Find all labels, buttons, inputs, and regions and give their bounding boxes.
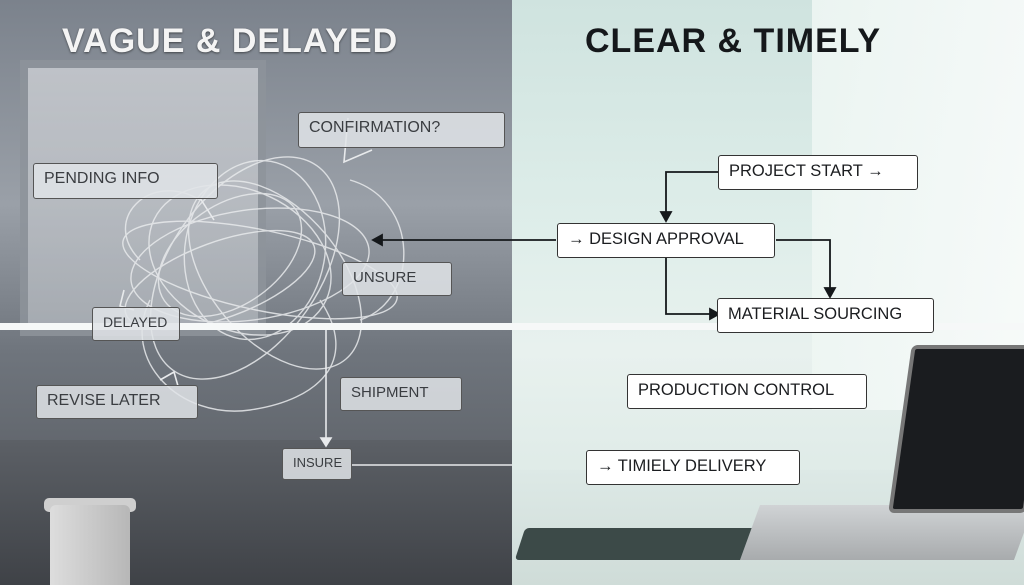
bright-window-background	[812, 0, 1024, 410]
revise-later-label: REVISE LATER	[36, 385, 198, 419]
project-start-box: PROJECT START →	[718, 155, 918, 190]
confirmation-label: CONFIRMATION?	[298, 112, 505, 148]
shipment-label: SHIPMENT	[340, 377, 462, 411]
timely-delivery-box: → TIMIELY DELIVERY	[586, 450, 800, 485]
pending-info-label: PENDING INFO	[33, 163, 218, 199]
design-approval-box: → DESIGN APPROVAL	[557, 223, 775, 258]
right-title: CLEAR & TIMELY	[585, 22, 882, 60]
horizontal-divider	[0, 323, 1024, 330]
right-panel-clear	[512, 0, 1024, 585]
insure-label: INSURE	[282, 448, 352, 480]
tangled-scribble	[119, 117, 512, 466]
left-title: VAGUE & DELAYED	[62, 22, 399, 60]
production-control-box: PRODUCTION CONTROL	[627, 374, 867, 409]
delayed-label: DELAYED	[92, 307, 180, 341]
material-sourcing-box: MATERIAL SOURCING	[717, 298, 934, 333]
coffee-cup	[50, 505, 130, 585]
unsure-label: UNSURE	[342, 262, 452, 296]
